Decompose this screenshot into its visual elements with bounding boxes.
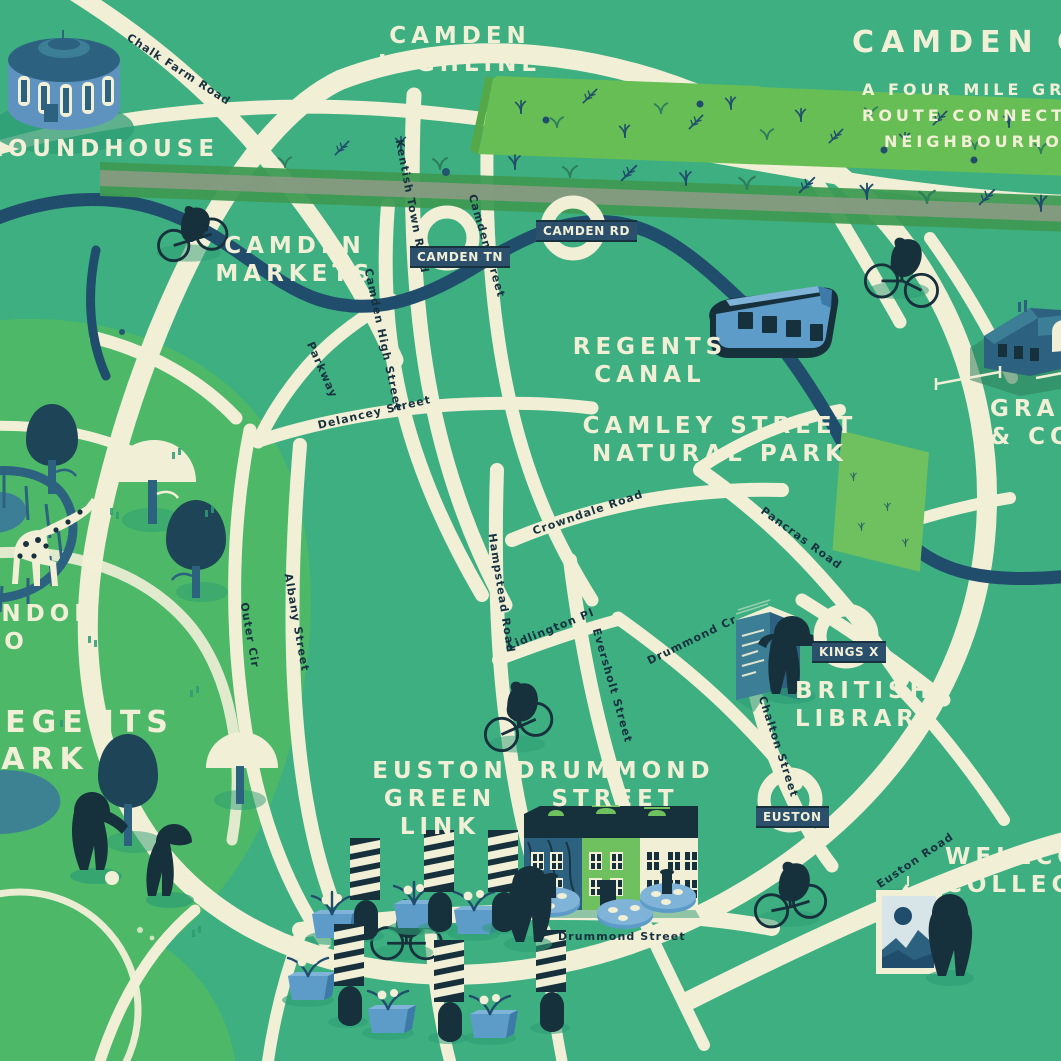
station-plate-camden-road[interactable]: CAMDEN RD: [536, 220, 638, 242]
cyclist-hampstead: [483, 681, 554, 753]
granary-coal-drops-building: [934, 300, 1061, 396]
wellcome-picture-frame: [876, 876, 947, 974]
park-trees: [26, 404, 278, 937]
station-plate-euston[interactable]: EUSTON: [756, 806, 829, 828]
canal-narrowboat: [709, 286, 839, 358]
station-plate-kings-cross[interactable]: KINGS X: [812, 641, 886, 663]
london-zoo-enclosure: [0, 466, 98, 613]
cyclist-chalk-farm: [156, 205, 229, 263]
station-plate-camden-town[interactable]: CAMDEN TN: [410, 246, 511, 268]
wellcome-viewer-figure: [926, 894, 974, 986]
library-reader-figure: [758, 616, 817, 704]
park-figures: [70, 792, 194, 941]
euston-green-link-street-furniture: [282, 830, 570, 1045]
roundhouse-building: [0, 30, 134, 154]
cyclist-euston: [753, 861, 828, 929]
drummond-street-buildings: [504, 805, 700, 952]
cyclist-top-right: [863, 237, 939, 308]
